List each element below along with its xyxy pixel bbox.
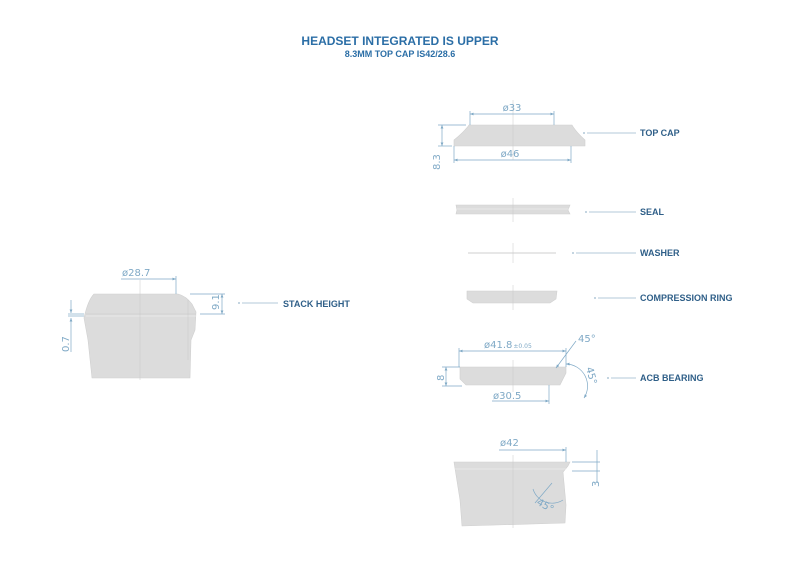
label-stack-height: STACK HEIGHT [283, 299, 350, 309]
bearing-dim-angle-side: 45° [583, 366, 598, 386]
acb-bearing-part: ø41.8±0.05 ø30.5 8 45° 45° [436, 334, 598, 404]
bearing-dim-angle-top: 45° [578, 334, 596, 345]
label-compression-ring: COMPRESSION RING [640, 293, 733, 303]
top-cap-dim-top-diameter: ø33 [503, 103, 522, 114]
label-washer: WASHER [640, 248, 680, 258]
washer-part [468, 243, 556, 263]
label-top-cap: TOP CAP [640, 128, 680, 138]
bearing-dim-inner-diameter: ø30.5 [493, 391, 521, 402]
label-acb-bearing: ACB BEARING [640, 373, 704, 383]
diagram-subtitle: 8.3MM TOP CAP IS42/28.6 [345, 49, 456, 59]
compression-ring-part [466, 285, 558, 310]
frame-cup-part: ø42 3 45° [453, 438, 602, 528]
stack-assembly-part: ø28.7 9.1 0.7 [61, 268, 225, 380]
frame-cup-dim-diameter: ø42 [500, 438, 519, 449]
top-cap-dim-bottom-diameter: ø46 [501, 149, 520, 160]
diagram-title: HEADSET INTEGRATED IS UPPER [301, 34, 498, 48]
stack-dim-gap: 0.7 [61, 336, 72, 352]
top-cap-dim-height: 8.3 [432, 154, 443, 170]
top-cap-part: ø33 ø46 8.3 [432, 100, 586, 170]
bearing-dim-outer-diameter: ø41.8±0.05 [484, 340, 532, 351]
frame-cup-dim-depth: 3 [591, 481, 602, 487]
seal-part [455, 198, 571, 222]
stack-dim-diameter: ø28.7 [122, 268, 150, 279]
bearing-dim-height: 8 [436, 375, 447, 381]
stack-dim-height: 9.1 [211, 294, 222, 310]
label-seal: SEAL [640, 207, 665, 217]
